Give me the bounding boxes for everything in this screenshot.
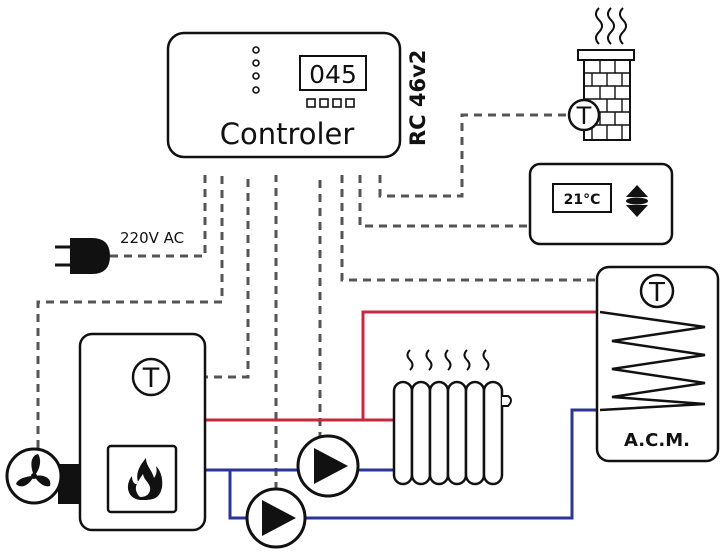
power-plug: 220V AC [55,229,184,274]
pump-arrow-icon [262,500,296,536]
power-wire [110,175,207,258]
heat-waves-icon [406,349,490,371]
indicator-led [252,46,260,54]
arrow-up-icon [626,185,648,197]
boiler-sensor [131,357,171,397]
boiler-fan [5,447,80,505]
controller-display-value: 045 [309,60,357,89]
cold-pipe-tank-return-b [305,408,600,520]
fan-wire [36,175,224,448]
controller-button [306,98,316,108]
room-thermostat-wire [358,175,530,228]
chimney-sensor [567,98,601,132]
fan-icon [16,454,51,487]
tank-sensor [639,273,675,309]
fan-housing [58,464,80,504]
flame-icon [127,458,163,500]
controller-unit: 045 Controler RC 46v2 [166,31,430,159]
controller-button [319,98,329,108]
tank-sensor-symbol: T [648,278,665,308]
indicator-led [252,86,260,94]
cold-pipe-tank-return [228,470,247,520]
power-label: 220V AC [120,229,184,247]
controller-display [299,55,367,91]
thermostat-temperature: 21°C [564,192,601,208]
smoke-icon [619,7,627,45]
thermostat-divider [626,197,648,205]
controller-label: Controler [220,117,355,151]
indicator-led [252,59,260,67]
radiator [392,349,512,486]
tank-coil [599,310,706,412]
boiler: T [78,332,207,532]
arrow-down-icon [626,205,648,217]
radiator-fins [392,380,504,486]
boiler-sensor-wire [172,175,250,379]
pipes [204,310,602,520]
thermostat-display [552,183,612,213]
hot-pipe-to-tank [361,310,602,420]
tank-sensor-wire [340,175,640,282]
plug-icon [70,238,110,274]
brick-pattern [584,60,630,140]
lower-pump [245,487,307,549]
controller-model: RC 46v2 [406,50,430,146]
tank-label: A.C.M. [624,430,690,451]
controller-button [332,98,342,108]
radiator-valve [502,395,512,407]
room-thermostat: 21°C [528,162,674,246]
hot-water-tank: T A.C.M. [595,265,720,463]
smoke-icon [607,7,615,45]
indicator-led [252,72,260,80]
firebox-door [106,444,178,514]
chimney-cap [577,49,635,61]
chimney-sensor-wire [378,113,570,198]
smoke-icon [595,7,603,45]
pump-arrow-icon [314,448,348,484]
chimney: T [567,7,635,141]
boiler-sensor-symbol: T [142,363,160,394]
signal-wires [36,113,640,490]
upper-pump [296,434,360,498]
controller-button [345,98,355,108]
chimney-sensor-symbol: T [576,102,592,130]
